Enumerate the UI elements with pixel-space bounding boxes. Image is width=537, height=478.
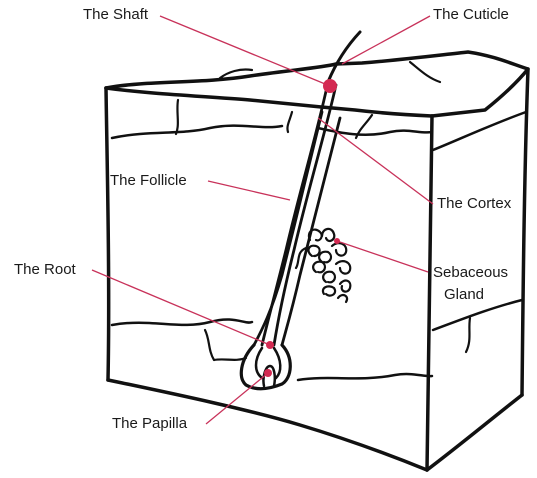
label-root: The Root — [14, 261, 76, 279]
label-sebaceous-line2: Gland — [444, 286, 484, 304]
root-leader-line — [92, 270, 270, 345]
label-sebaceous-line1: Sebaceous — [433, 264, 508, 282]
label-shaft: The Shaft — [83, 6, 148, 24]
label-cortex: The Cortex — [437, 195, 511, 213]
layer-line-side-top — [433, 112, 526, 150]
papilla-marker-dot — [264, 369, 272, 377]
papilla-leader-line — [206, 373, 268, 424]
root-marker-dot — [266, 341, 274, 349]
label-cuticle: The Cuticle — [433, 6, 509, 24]
layer-line-mid-right — [298, 374, 432, 380]
block-left-edge — [106, 88, 109, 380]
block-top-front-edge — [106, 88, 432, 116]
layer-crack-6 — [205, 330, 246, 360]
layer-crack-1 — [176, 100, 178, 134]
block-bottom-right-face — [427, 395, 522, 470]
layer-line-side-bottom — [433, 300, 522, 330]
shaft-marker-dot — [323, 79, 337, 93]
follicle-leader-line — [208, 181, 290, 200]
block-front-right-edge — [427, 116, 432, 470]
label-follicle: The Follicle — [110, 172, 187, 190]
block-back-right-edge — [522, 69, 528, 395]
hair-bulb-outer — [241, 345, 290, 389]
sebaceous-marker-dot — [334, 238, 340, 244]
layer-crack-5 — [410, 62, 440, 82]
layer-crack-2 — [287, 112, 292, 132]
layer-crack-7 — [466, 318, 470, 352]
layer-line-mid-left — [112, 319, 252, 325]
layer-line-top-left — [112, 126, 282, 138]
sebaceous-gland — [296, 229, 350, 302]
label-papilla: The Papilla — [112, 415, 187, 433]
